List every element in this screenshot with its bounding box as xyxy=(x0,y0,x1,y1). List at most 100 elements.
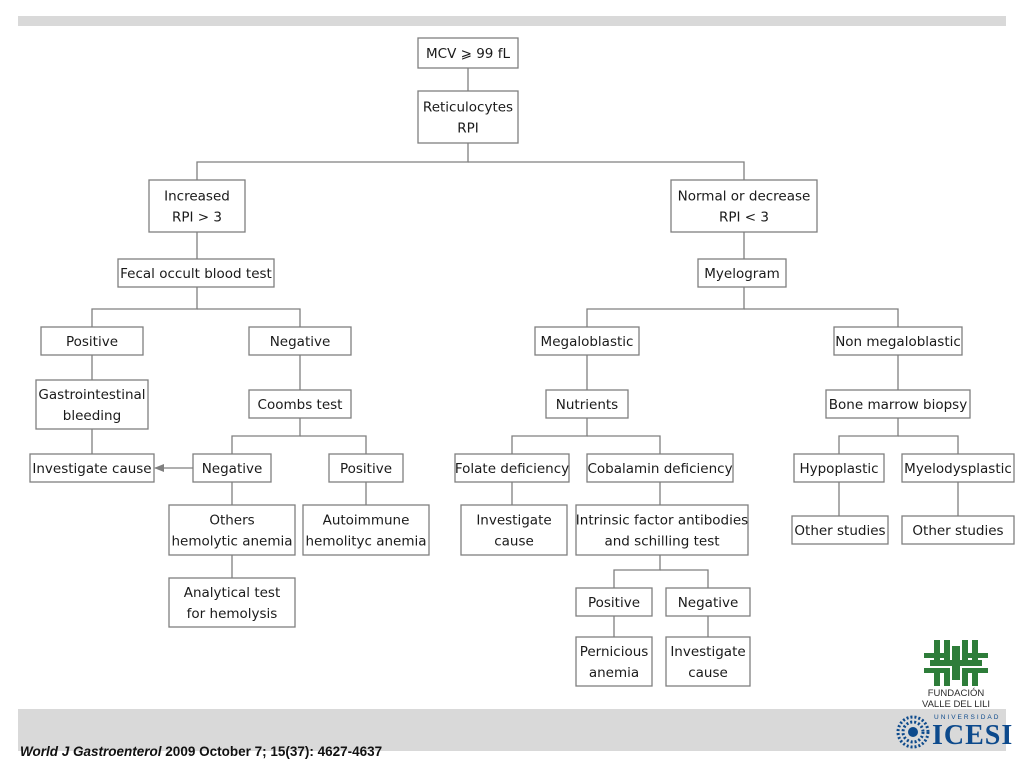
connector-line xyxy=(197,308,301,327)
connector-line xyxy=(91,287,198,327)
node-invcause3: Investigate cause xyxy=(665,636,751,687)
node-label: Myelogram xyxy=(704,266,780,282)
node-box xyxy=(117,258,275,288)
node-label: Investigate xyxy=(476,513,551,529)
node-negative1: Negative xyxy=(248,326,352,356)
node-label: for hemolysis xyxy=(187,606,278,622)
node-label: Megaloblastic xyxy=(541,334,634,350)
node-label: Negative xyxy=(270,334,331,350)
node-box xyxy=(670,179,818,233)
node-intrinsic: Intrinsic factor antibodies and schilling… xyxy=(575,504,749,556)
node-box xyxy=(901,453,1015,483)
connector-line xyxy=(468,161,745,180)
node-box xyxy=(575,636,653,687)
node-box xyxy=(793,453,885,483)
node-label: cause xyxy=(688,665,728,681)
node-mcv: MCV ⩾ 99 fL xyxy=(417,37,519,69)
node-coombs: Coombs test xyxy=(248,389,352,419)
node-box xyxy=(534,326,640,356)
node-myelodys: Myelodysplastic xyxy=(901,453,1015,483)
node-label: Folate deficiency xyxy=(455,461,569,477)
node-box xyxy=(417,37,519,69)
node-label: RPI < 3 xyxy=(719,210,769,226)
fundacion-line2: VALLE DEL LILI xyxy=(921,699,991,710)
citation-journal: World J Gastroenterol xyxy=(20,744,162,759)
node-label: Coombs test xyxy=(258,397,343,413)
connector-line xyxy=(660,569,709,588)
connector-line xyxy=(744,308,899,327)
node-box xyxy=(665,587,751,617)
node-label: hemolityc anemia xyxy=(305,534,426,550)
node-fobt: Fecal occult blood test xyxy=(117,258,275,288)
node-label: Cobalamin deficiency xyxy=(587,461,732,477)
node-box xyxy=(192,453,272,483)
node-label: Fecal occult blood test xyxy=(120,266,272,282)
connector-line xyxy=(838,418,899,454)
node-label: Investigate xyxy=(670,644,745,660)
node-label: RPI xyxy=(457,121,479,137)
footer-bar xyxy=(18,709,1006,751)
node-nonmega: Non megaloblastic xyxy=(833,326,963,356)
node-label: Myelodysplastic xyxy=(904,461,1012,477)
node-box xyxy=(575,587,653,617)
node-label: Others xyxy=(209,513,254,529)
icesi-globe-icon xyxy=(896,715,930,749)
node-box xyxy=(545,389,629,419)
node-label: anemia xyxy=(589,665,639,681)
node-other1: Other studies xyxy=(791,515,889,545)
node-label: Non megaloblastic xyxy=(835,334,961,350)
node-label: Negative xyxy=(202,461,263,477)
node-bmb: Bone marrow biopsy xyxy=(825,389,971,419)
node-box xyxy=(825,389,971,419)
node-invcause2: Investigate cause xyxy=(460,504,568,556)
node-box xyxy=(697,258,787,288)
node-invcause1: Investigate cause xyxy=(29,453,155,483)
node-analytical: Analytical test for hemolysis xyxy=(168,577,296,628)
connector-line xyxy=(196,143,469,180)
node-box xyxy=(901,515,1015,545)
node-box xyxy=(248,389,352,419)
fundacion-name: FUNDACIÓN VALLE DEL LILI xyxy=(915,688,997,710)
node-label: MCV ⩾ 99 fL xyxy=(426,46,510,62)
connector-line xyxy=(587,435,661,454)
node-box xyxy=(40,326,144,356)
connector-line xyxy=(613,555,661,588)
node-box xyxy=(586,453,734,483)
node-negative3: Negative xyxy=(665,587,751,617)
node-nutrients: Nutrients xyxy=(545,389,629,419)
node-label: cause xyxy=(494,534,534,550)
node-label: Intrinsic factor antibodies xyxy=(576,513,748,529)
node-label: and schilling test xyxy=(604,534,719,550)
node-label: Positive xyxy=(340,461,392,477)
node-label: bleeding xyxy=(63,408,121,424)
connector-line xyxy=(231,418,301,454)
node-box xyxy=(833,326,963,356)
top-divider-bar xyxy=(18,16,1006,26)
icesi-name: ICESI xyxy=(932,720,1014,751)
fundacion-valle-del-lili-logo: FUNDACIÓN VALLE DEL LILI xyxy=(915,636,997,712)
node-box xyxy=(417,90,519,144)
node-box xyxy=(575,504,749,556)
connector-line xyxy=(511,418,588,454)
node-label: Nutrients xyxy=(556,397,618,413)
node-label: Reticulocytes xyxy=(423,100,513,116)
node-box xyxy=(168,504,296,556)
node-positive3: Positive xyxy=(575,587,653,617)
node-box xyxy=(328,453,404,483)
node-label: Pernicious xyxy=(580,644,649,660)
connector-line xyxy=(586,287,745,327)
connector-line xyxy=(300,435,367,454)
node-label: Other studies xyxy=(794,523,885,539)
connector-line xyxy=(898,435,959,454)
node-positive1: Positive xyxy=(40,326,144,356)
node-folate: Folate deficiency xyxy=(454,453,570,483)
node-label: Bone marrow biopsy xyxy=(829,397,967,413)
node-label: RPI > 3 xyxy=(172,210,222,226)
node-box xyxy=(168,577,296,628)
node-label: Analytical test xyxy=(184,585,281,601)
fundacion-cross-icon xyxy=(924,640,988,686)
